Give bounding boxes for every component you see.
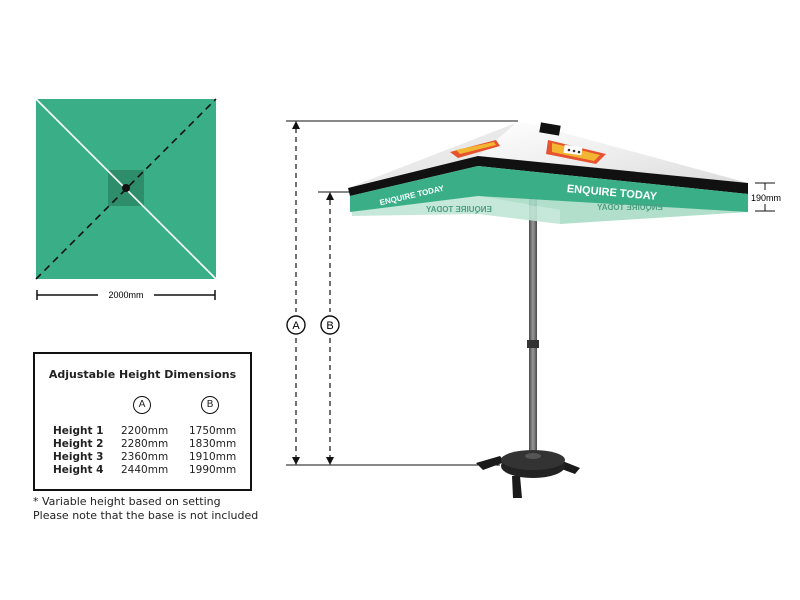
green-valance-left xyxy=(350,166,478,212)
row-label: Height 3 xyxy=(53,451,104,463)
umbrella-canopy xyxy=(348,122,748,224)
panel-title: Adjustable Height Dimensions xyxy=(48,368,237,381)
row-label: Height 1 xyxy=(53,425,104,437)
row-value-a: 2280mm xyxy=(121,438,169,450)
arrow-up-a xyxy=(292,121,300,129)
arrow-down-a xyxy=(292,457,300,465)
row-value-a: 2440mm xyxy=(121,464,169,476)
width-dimension xyxy=(36,290,216,300)
marker-b-label: B xyxy=(326,320,333,332)
pole-center-dot xyxy=(122,184,130,192)
column-b-marker: B xyxy=(201,396,219,414)
dark-band-right xyxy=(478,156,748,194)
row-value-b: 1990mm xyxy=(189,464,237,476)
umbrella-base xyxy=(476,450,580,498)
pole-joint xyxy=(527,340,539,348)
row-value-b: 1750mm xyxy=(189,425,237,437)
height-dimension-a xyxy=(286,120,518,465)
row-value-b: 1830mm xyxy=(189,438,237,450)
row-value-a: 2200mm xyxy=(121,425,169,437)
umbrella-pole xyxy=(527,190,539,458)
valance-label: 190mm xyxy=(751,193,781,203)
column-a-marker: A xyxy=(133,396,151,414)
arrow-up-b xyxy=(326,192,334,200)
top-view-canopy xyxy=(35,98,217,280)
canopy-roof-right xyxy=(478,123,748,183)
row-value-a: 2360mm xyxy=(121,451,169,463)
dark-band-left xyxy=(348,156,478,196)
row-value-b: 1910mm xyxy=(189,451,237,463)
valance-dimension xyxy=(755,182,775,212)
canopy-logo xyxy=(450,122,606,164)
row-label: Height 2 xyxy=(53,438,104,450)
arrow-down-b xyxy=(326,457,334,465)
height-dimension-b xyxy=(318,191,360,465)
height-dimensions-panel: Adjustable Height Dimensions A B Height … xyxy=(33,352,252,491)
row-label: Height 4 xyxy=(53,464,104,476)
note-variable-height: * Variable height based on setting xyxy=(33,495,221,508)
canopy-roof-left xyxy=(348,123,516,188)
marker-a-circle xyxy=(286,315,306,335)
note-base-not-included: Please note that the base is not include… xyxy=(33,509,259,522)
canopy-reflect-text-left: ENQUIRE TODAY xyxy=(425,205,491,214)
canopy-reflect-text: ENQUIRE TODAY xyxy=(596,203,662,212)
marker-b-circle xyxy=(320,315,340,335)
marker-a-label: A xyxy=(292,320,300,332)
diagonal-dashed xyxy=(35,98,217,280)
width-label: 2000mm xyxy=(108,290,143,300)
green-valance-right xyxy=(478,166,748,212)
